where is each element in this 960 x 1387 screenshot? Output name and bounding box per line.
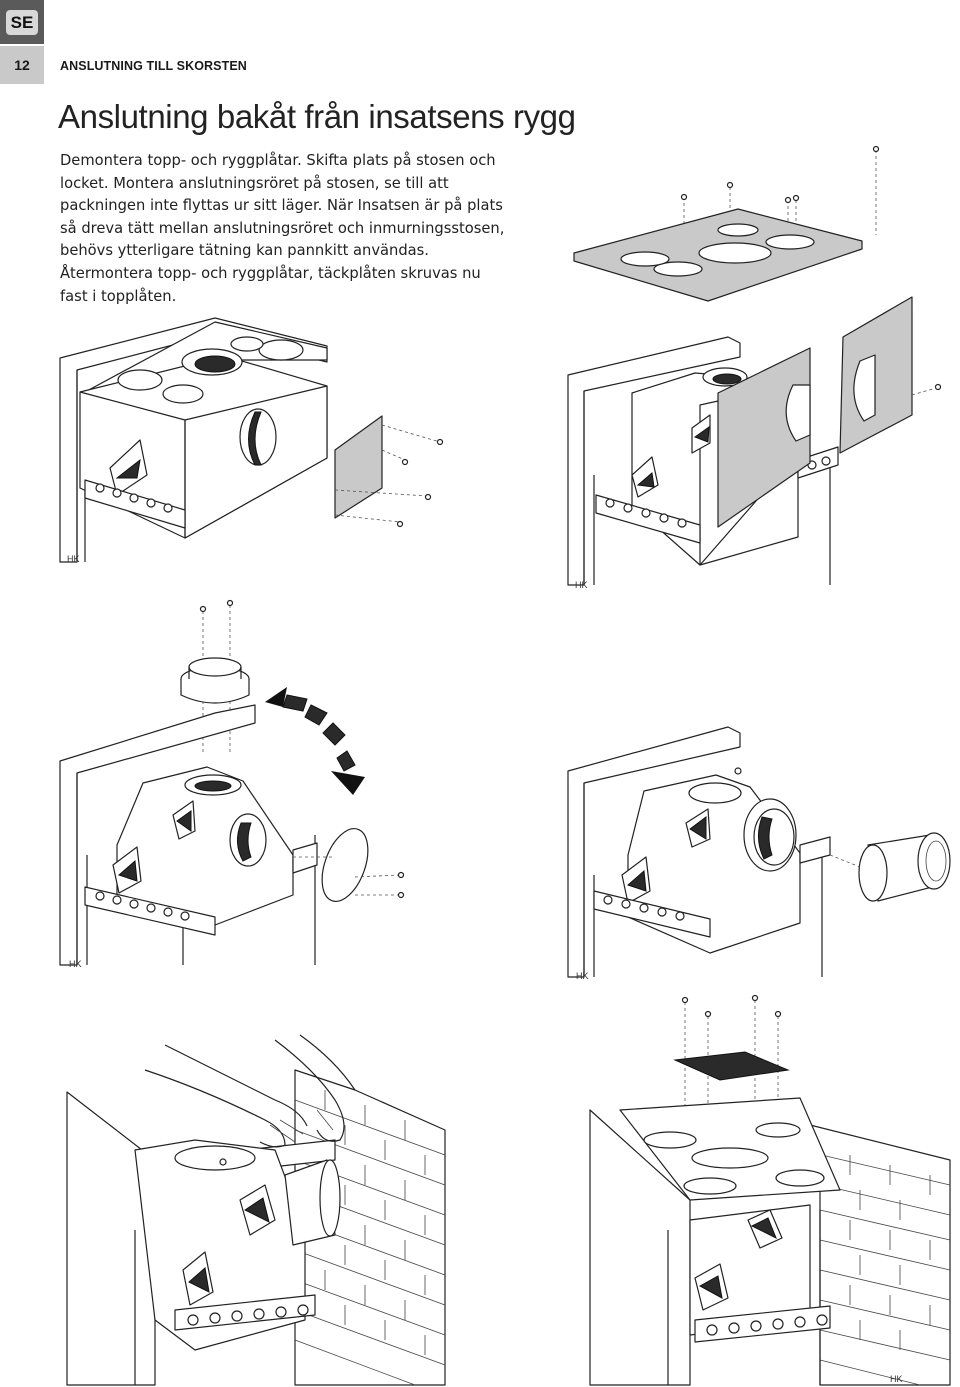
illustration-step-6: HK (589, 994, 951, 1386)
back-cover-plate (334, 415, 444, 528)
back-plate-rear (839, 296, 942, 454)
insert-body (84, 766, 318, 936)
brick-wall (294, 1069, 446, 1386)
lid-plate (293, 828, 405, 902)
illustration-step-2: HK (567, 145, 942, 590)
hands (144, 1034, 356, 1148)
flue-collar (180, 657, 250, 704)
connection-pipe (284, 1159, 341, 1246)
mark-step-3: HK (69, 959, 82, 969)
stove-frame (567, 336, 831, 586)
page-number: 12 (14, 57, 30, 73)
insert-body (134, 1139, 316, 1351)
instructions-text: Demontera topp- och ryggplåtar. Skifta p… (60, 152, 505, 305)
page-number-tab: 12 (0, 46, 44, 84)
stove-frame (567, 726, 823, 978)
top-plate (573, 208, 863, 302)
illustration-step-3: HK (59, 599, 405, 969)
illustration-step-1: HK (59, 317, 444, 564)
mark-step-1: HK (67, 554, 80, 564)
mark-step-6: HK (890, 1374, 903, 1384)
insert-body (593, 767, 831, 954)
insert-body (79, 336, 328, 539)
rotate-arrow (265, 687, 365, 795)
connection-pipe (829, 832, 951, 902)
section-label: ANSLUTNING TILL SKORSTEN (60, 59, 247, 73)
back-plate-front (717, 347, 811, 528)
mark-step-2: HK (575, 580, 588, 590)
language-badge: SE (5, 9, 39, 35)
mark-step-4: HK (576, 971, 589, 981)
illustration-step-4: HK (567, 726, 951, 981)
stove-housing (589, 1097, 841, 1386)
page-title: Anslutning bakåt från insatsens rygg (58, 98, 576, 135)
insert-body (689, 1204, 831, 1343)
illustration-step-5 (66, 1034, 446, 1386)
cover-plate (673, 1051, 790, 1081)
language-tab: SE (0, 0, 44, 44)
